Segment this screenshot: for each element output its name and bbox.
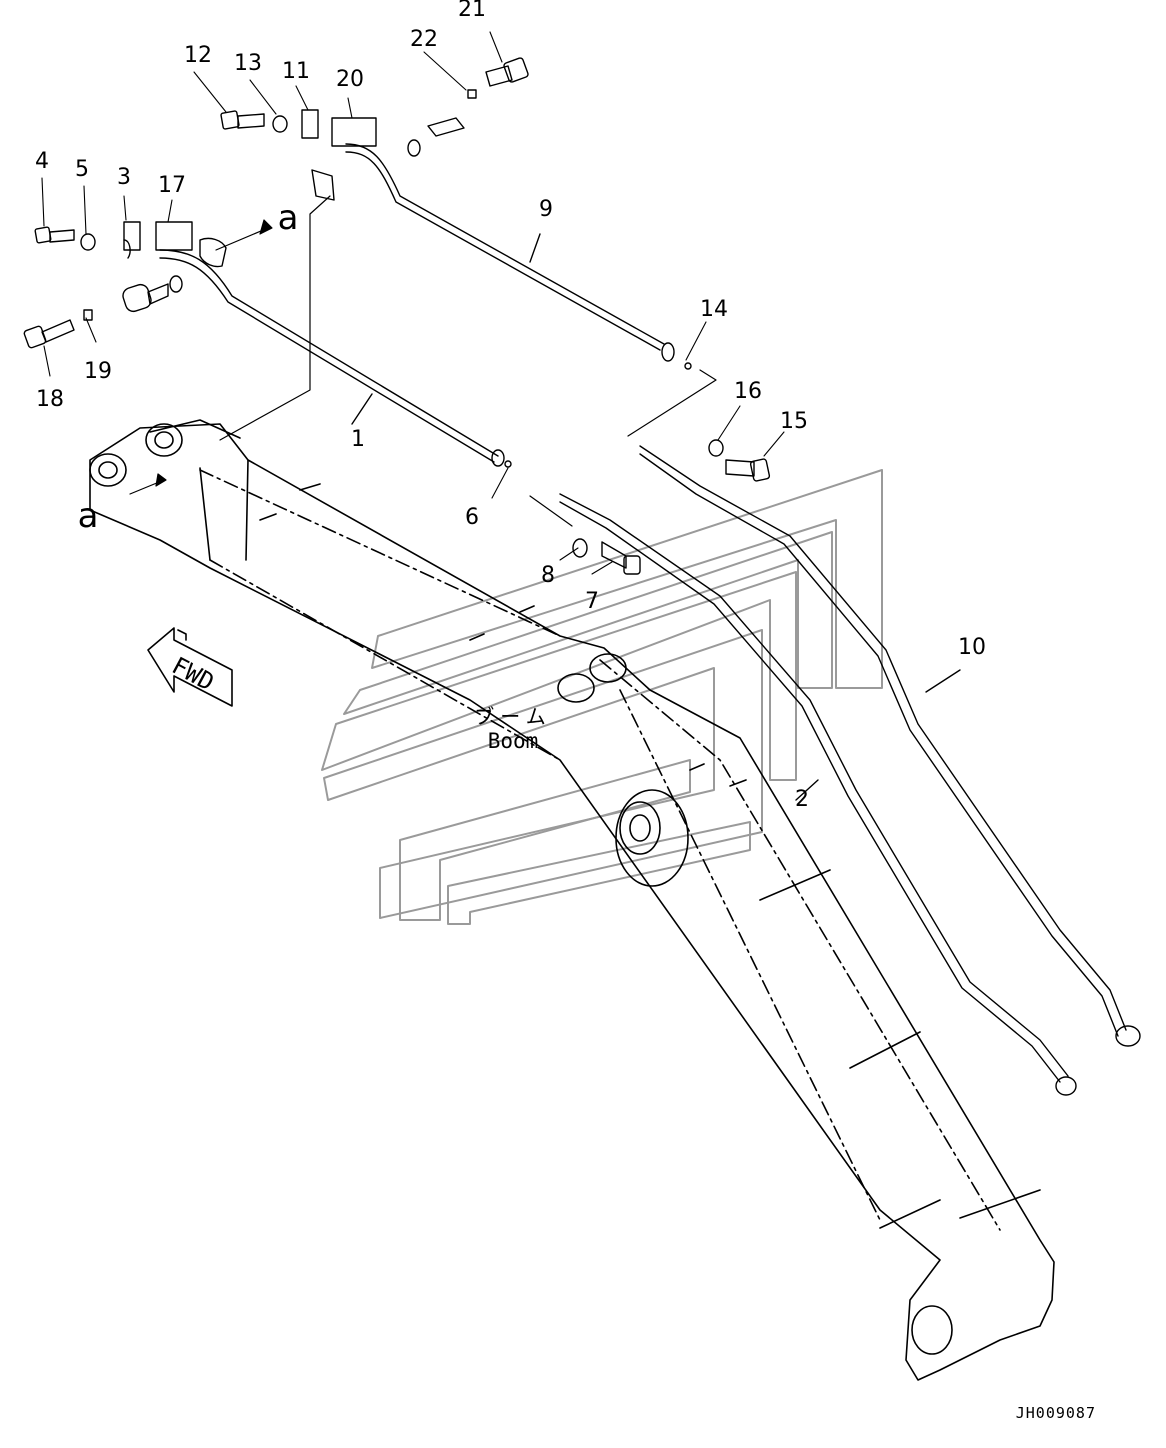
watermark-logo (321, 469, 883, 925)
callout-8: 8 (541, 563, 555, 588)
callout-9: 9 (539, 197, 553, 222)
callout-19: 19 (84, 359, 112, 384)
callout-10: 10 (958, 635, 986, 660)
callout-18: 18 (36, 387, 64, 412)
callout-leaders (41, 31, 785, 575)
callout-11: 11 (282, 59, 310, 84)
callout-21: 21 (458, 0, 486, 22)
callout-22: 22 (410, 27, 438, 52)
callout-20: 20 (336, 67, 364, 92)
tube-1 (159, 249, 512, 468)
callout-5: 5 (75, 157, 89, 182)
boom-structure (89, 419, 1055, 1381)
callout-17: 17 (158, 173, 186, 198)
boom-label-japanese: ブーム (474, 704, 552, 729)
reference-a-bottom: a (77, 496, 99, 536)
reference-lines (129, 195, 717, 527)
callout-4: 4 (35, 149, 49, 174)
tube-2 (559, 493, 1077, 1096)
fwd-arrow (147, 627, 233, 707)
boom-label: Boom (487, 729, 539, 753)
callout-13: 13 (234, 51, 262, 76)
callout-1: 1 (351, 427, 365, 452)
callout-16: 16 (734, 379, 762, 404)
callout-15: 15 (780, 409, 808, 434)
callout-3: 3 (117, 165, 131, 190)
callout-6: 6 (465, 505, 479, 530)
drawing-code: JH009087 (1015, 1404, 1096, 1422)
callout-12: 12 (184, 43, 212, 68)
callout-14: 14 (700, 297, 728, 322)
tube-9 (345, 143, 692, 370)
reference-a-top: a (277, 198, 299, 238)
callout-2: 2 (795, 787, 809, 812)
callout-7: 7 (585, 589, 599, 614)
hardware (23, 57, 771, 575)
tube-10 (639, 445, 1141, 1047)
